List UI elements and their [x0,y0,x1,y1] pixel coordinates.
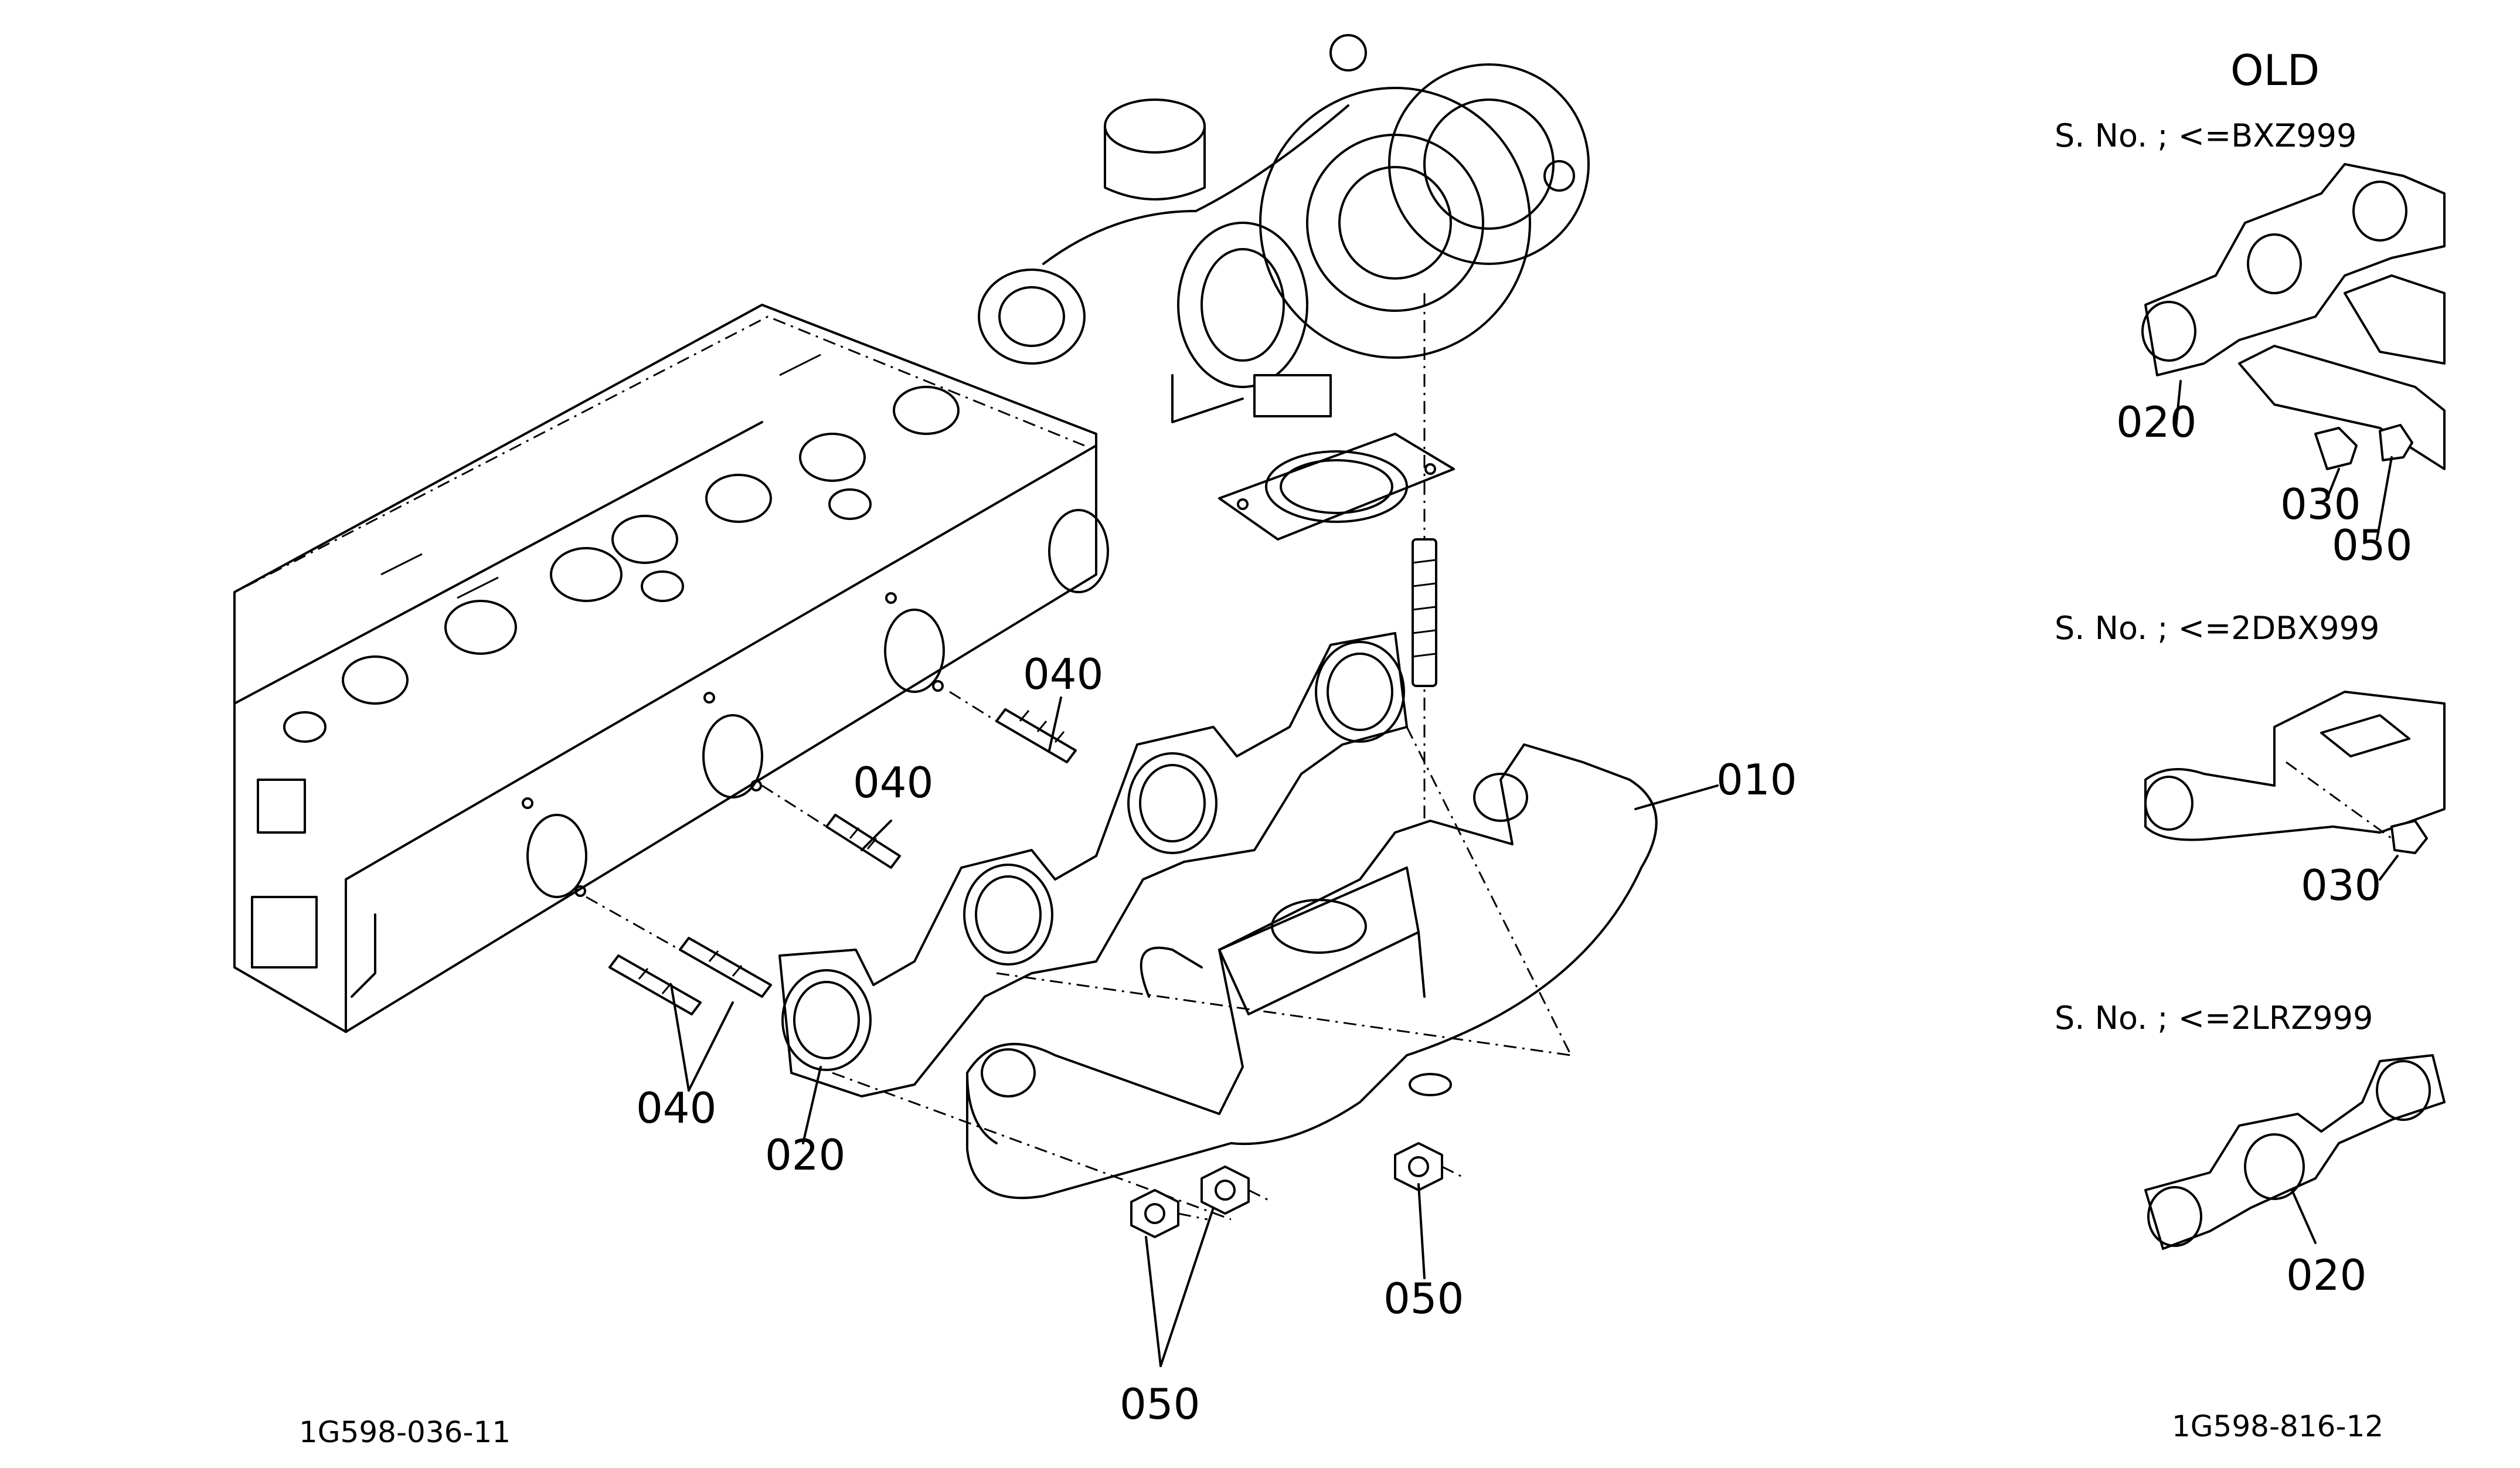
exhaust-manifold-illustration [832,726,1658,1221]
inset-a-illustration [2141,163,2446,541]
drawing-code-left: 1G598-036-11 [299,1415,511,1449]
old-label: OLD [2230,46,2320,95]
inset-b-callout-bolt: 030 [2301,861,2381,910]
studs-040-illustration [586,691,1077,1015]
callout-gasket: 020 [765,1130,845,1180]
callout-stud-b: 040 [853,758,933,807]
serial-range-a: S. No. ; <=BXZ999 [2055,117,2356,154]
nuts-050-illustration [1130,1142,1466,1238]
serial-range-c: S. No. ; <=2LRZ999 [2055,1000,2373,1037]
callout-manifold: 010 [1716,755,1797,804]
turbo-stud-illustration [1412,293,1437,938]
drawing-code-right: 1G598-816-12 [2172,1409,2383,1443]
inset-c-callout-gasket: 020 [2286,1250,2366,1300]
callout-stud-c: 040 [636,1083,716,1133]
inset-a-callout-bolt: 030 [2280,480,2361,529]
main-leader-lines [670,696,1719,1367]
cylinder-head-illustration [233,304,1109,1033]
inset-a-callout-nut: 050 [2332,521,2412,570]
serial-range-b: S. No. ; <=2DBX999 [2055,610,2379,647]
callout-nut-b: 050 [1120,1379,1200,1429]
inset-a-callout-gasket: 020 [2116,397,2196,447]
manifold-gasket-illustration [778,632,1408,1097]
turbocharger-illustration [978,34,1590,423]
inset-c-illustration [2144,1054,2446,1250]
callout-nut-a: 050 [1383,1274,1464,1323]
inset-b-illustration [2144,691,2446,881]
callout-stud-a: 040 [1023,650,1103,699]
turbo-gasket-illustration [1218,433,1455,541]
